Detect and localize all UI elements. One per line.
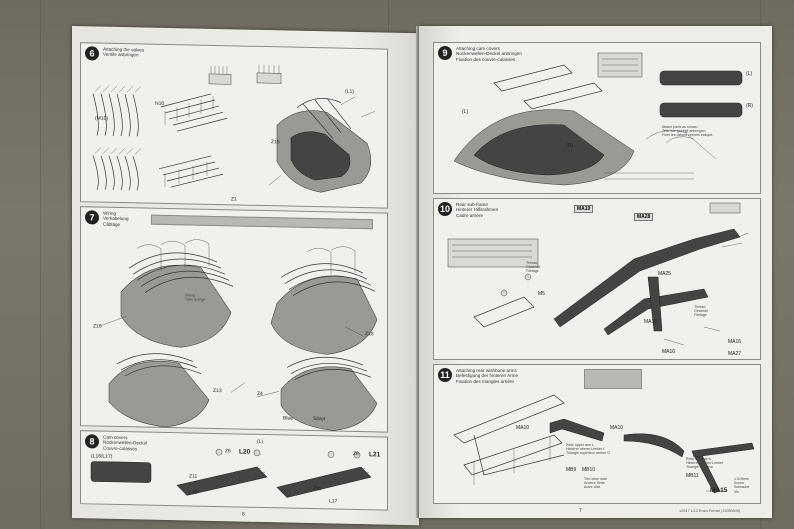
engine-assembly-drawing bbox=[453, 52, 743, 186]
side-label-l: (L) bbox=[257, 438, 264, 446]
part-label-mb10: MB10 bbox=[582, 467, 596, 473]
thread-note-a: Thread Gewinde Filetage bbox=[526, 261, 541, 274]
color-callout-silver: Silver bbox=[313, 416, 326, 423]
instruction-booklet: 6 Attaching the valves Ventile anbringen bbox=[72, 26, 772, 526]
part-label-z6-a: Z6 bbox=[225, 448, 231, 455]
part-label-ma27: MA27 bbox=[728, 351, 742, 357]
step-header-bar bbox=[584, 369, 642, 389]
step-9-note: Attach parts as shown. Teile wie gezeigt… bbox=[662, 125, 714, 138]
wishbone-drawing bbox=[453, 394, 755, 494]
side-label-l-cover: (L) bbox=[746, 71, 753, 77]
part-label-l20: L20 bbox=[239, 448, 251, 456]
part-label-l17: L17 bbox=[329, 498, 338, 505]
part-label-z4: Z4 bbox=[257, 390, 263, 397]
part-label-z11-b: Z11 bbox=[313, 486, 322, 493]
part-label-z15: Z15 bbox=[271, 139, 280, 146]
part-label-ma10-b: MA10 bbox=[610, 425, 624, 431]
sub-frame-drawing bbox=[447, 202, 749, 346]
footer-code: 12047 1/12 Enzo Ferrari (11050849) bbox=[679, 509, 741, 513]
part-label-z16-left: Z16 bbox=[93, 323, 102, 330]
part-label-z1: Z1 bbox=[231, 196, 237, 203]
part-label-z11-a: Z11 bbox=[189, 473, 198, 480]
part-label-m5: M5 bbox=[538, 291, 545, 297]
valve-rows-drawing bbox=[92, 64, 376, 193]
wiring-drawing bbox=[100, 239, 378, 431]
side-label-r: (R) bbox=[566, 143, 573, 149]
part-label-ma16-a: MA16 bbox=[644, 319, 658, 325]
thread-note-b: Thread Gewinde Filetage bbox=[694, 305, 709, 318]
step-8-panel: 8 Cam covers Nockenwellen-Deckel Couvre-… bbox=[80, 430, 388, 511]
part-label-mb11: MB11 bbox=[686, 473, 699, 479]
part-label-ma25: MA25 bbox=[658, 271, 672, 277]
part-label-l21: L21 bbox=[369, 451, 381, 459]
step-number: 9 bbox=[438, 46, 452, 60]
wishbone-note-b: Rear lower arm Hinterer unterer Lenker T… bbox=[686, 457, 724, 470]
step-6-panel: 6 Attaching the valves Ventile anbringen bbox=[80, 42, 388, 209]
other-side-note: The other side Andere Seite Autre côté bbox=[584, 477, 607, 490]
part-label-m10: (M10) bbox=[95, 115, 109, 122]
page-number-left: 6 bbox=[242, 511, 245, 518]
screw-note: 1.5×5mm Screw Schraube Vis bbox=[734, 477, 750, 494]
part-label-l18: L18 bbox=[189, 489, 198, 496]
part-label-l1: (L1) bbox=[345, 88, 354, 95]
step-number: 11 bbox=[438, 368, 452, 382]
color-callout-blue: Blue bbox=[283, 415, 294, 422]
step-title: Attaching cam covers Nockenwellen-Deckel… bbox=[456, 46, 522, 62]
part-chip-ma28: MA28 bbox=[634, 213, 654, 221]
part-label-ma10-a: MA10 bbox=[516, 425, 530, 431]
part-label-ma15: MA15 bbox=[710, 487, 728, 494]
part-label-n10: N10 bbox=[155, 100, 165, 107]
part-label-z13: Z13 bbox=[213, 387, 222, 395]
step-7-panel: 7 Wiring Verkabelung Câblage Z16 Z16 Z13… bbox=[80, 206, 388, 433]
part-label-ma16-c: MA16 bbox=[728, 339, 742, 345]
part-label-z16-right: Z16 bbox=[365, 331, 374, 338]
side-label-r-cover: (R) bbox=[746, 103, 753, 109]
step-number: 10 bbox=[438, 202, 452, 216]
wishbone-note-a: Rear upper arm L Hinterer oberer Lenker … bbox=[566, 443, 611, 456]
part-label-ma16-b: MA16 bbox=[662, 349, 676, 355]
wiring-note: Wiring Tube orange bbox=[185, 293, 206, 302]
right-page: 9 Attaching cam covers Nockenwellen-Deck… bbox=[419, 26, 772, 518]
step-title: Attaching rear wishbone arms Befestigung… bbox=[456, 368, 519, 384]
part-chip-ma10: MA10 bbox=[574, 205, 594, 213]
step-11-panel: 11 Attaching rear wishbone arms Befestig… bbox=[433, 364, 761, 504]
part-label-l16-l17: (L16/L17) bbox=[91, 453, 113, 460]
page-number-right: 7 bbox=[579, 508, 582, 514]
part-label-z6-b: Z6 bbox=[353, 450, 359, 458]
side-label-l: (L) bbox=[462, 109, 469, 115]
step-9-panel: 9 Attaching cam covers Nockenwellen-Deck… bbox=[433, 42, 761, 194]
left-page: 6 Attaching the valves Ventile anbringen bbox=[72, 26, 419, 526]
step-10-panel: 10 Rear sub-frame Hinterer Hilfsrahmen C… bbox=[433, 198, 761, 360]
step-title: Rear sub-frame Hinterer Hilfsrahmen Cadr… bbox=[456, 202, 499, 218]
part-label-mb9: MB9 bbox=[566, 467, 577, 473]
cam-cover-drawing bbox=[90, 448, 372, 498]
